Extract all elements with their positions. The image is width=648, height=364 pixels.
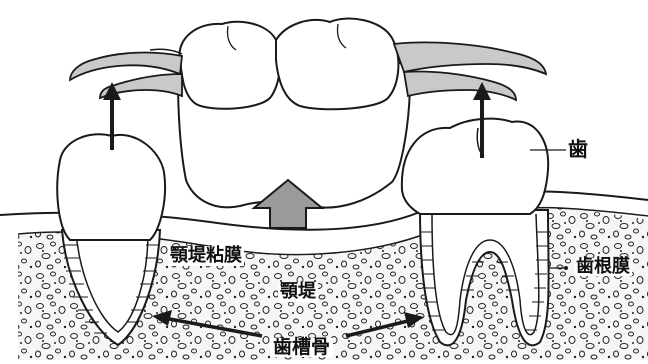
label-mucosa: 顎堤粘膜 [168, 246, 244, 266]
label-alveolar-bone: 歯槽骨 [270, 338, 333, 357]
label-ridge: 顎堤 [278, 282, 318, 302]
ligament-leader-dot [564, 266, 568, 270]
left-tooth-crown [57, 134, 165, 240]
artificial-tooth-left [180, 22, 281, 109]
right-clasp [394, 42, 546, 74]
label-periodontal-ligament: 歯根膜 [574, 258, 632, 276]
right-clasp-arm [404, 71, 516, 100]
right-tooth-crown [402, 119, 548, 214]
label-tooth: 歯 [568, 139, 588, 159]
